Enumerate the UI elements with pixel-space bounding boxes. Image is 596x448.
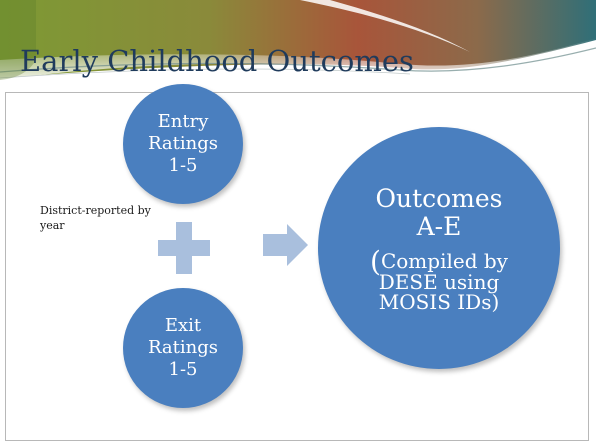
slide-title: Early Childhood Outcomes [20, 44, 414, 78]
right-arrow-icon [263, 224, 308, 266]
outcomes-range: A-E [416, 211, 462, 241]
open-paren: ( [370, 244, 381, 278]
decorative-banner [0, 0, 596, 110]
exit-ratings-circle: Exit Ratings 1-5 [123, 288, 243, 408]
outcomes-heading: Outcomes [375, 183, 503, 213]
entry-line-1: Entry [157, 111, 209, 132]
entry-line-3: 1-5 [168, 155, 198, 176]
entry-ratings-circle: Entry Ratings 1-5 [123, 84, 243, 204]
content-frame [5, 92, 589, 441]
exit-line-3: 1-5 [168, 359, 198, 380]
exit-line-2: Ratings [147, 337, 219, 358]
outcomes-note-text-1: Compiled by [380, 248, 508, 273]
entry-line-2: Ratings [147, 133, 219, 154]
banner-graphic [0, 0, 596, 80]
outcomes-note-line-2: DESE using [378, 269, 500, 294]
outcomes-note-line-1: (Compiled by [370, 247, 508, 275]
outcomes-circle: Outcomes A-E (Compiled by DESE using MOS… [318, 127, 560, 369]
plus-icon [158, 222, 210, 274]
outcomes-note-line-3: MOSIS IDs) [378, 289, 500, 314]
exit-line-1: Exit [164, 315, 202, 336]
side-note: District-reported by year [40, 204, 151, 232]
